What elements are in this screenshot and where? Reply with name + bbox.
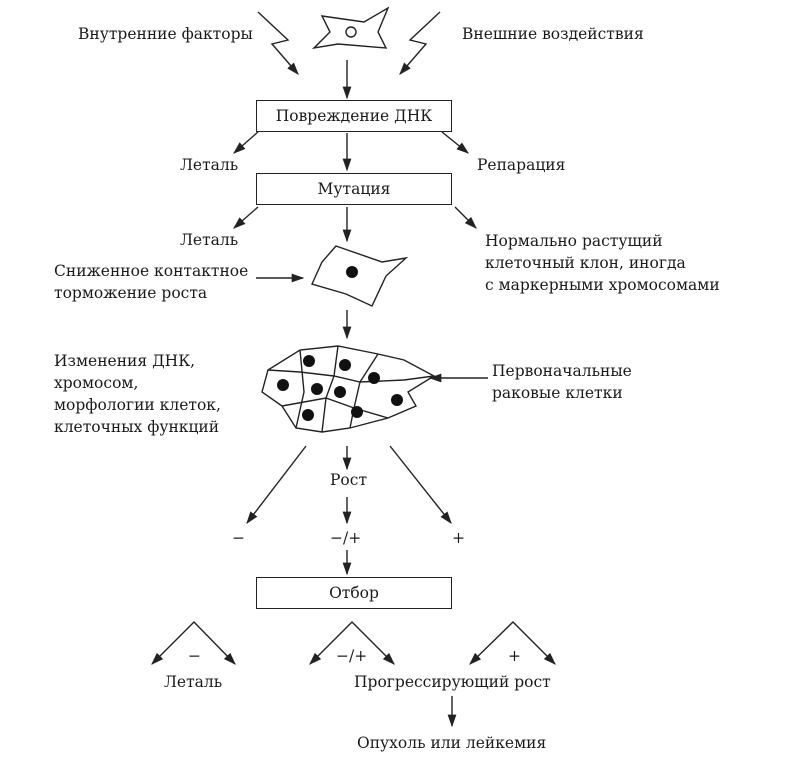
cluster-nucleus: [277, 379, 289, 391]
chevron-mixed: [309, 621, 395, 665]
cluster-nucleus: [339, 359, 351, 371]
original-cell-shape: [311, 6, 390, 50]
growth-minus-sign: −: [232, 529, 245, 547]
selection-box: Отбор: [256, 577, 452, 609]
selection-mixed-sign: −/+: [336, 647, 368, 665]
changes-line: морфологии клеток,: [54, 396, 221, 414]
changes-label: Изменения ДНК, хромосом, морфологии клет…: [54, 350, 221, 438]
cluster-nucleus: [334, 386, 346, 398]
internal-factor-bolt: [257, 11, 299, 75]
mutated-cell-shape: [311, 245, 409, 307]
changes-line: клеточных функций: [54, 418, 220, 436]
cluster-nucleus: [302, 409, 314, 421]
cluster-nucleus: [303, 355, 315, 367]
tumor-leukemia-label: Опухоль или лейкемия: [357, 734, 547, 752]
normal-clone-line: с маркерными хромосомами: [485, 276, 720, 294]
cluster-nucleus: [351, 406, 363, 418]
growth-mixed-sign: −/+: [330, 529, 362, 547]
initial-cancer-line: раковые клетки: [492, 384, 623, 402]
arrow-damage-to-lethal: [233, 131, 259, 154]
changes-line: хромосом,: [54, 374, 139, 392]
arrow-mutation-to-clone: [454, 206, 477, 229]
internal-factors-label: Внутренние факторы: [78, 25, 253, 43]
normal-clone-line: клеточный клон, иногда: [485, 254, 686, 272]
initial-cancer-cells-label: Первоначальные раковые клетки: [492, 360, 632, 404]
growth-label: Рост: [330, 471, 368, 489]
mutation-lethal-label: Леталь: [180, 231, 239, 249]
initial-cancer-line: Первоначальные: [492, 362, 632, 380]
original-cell-nucleus: [345, 26, 357, 38]
cluster-nucleus: [391, 394, 403, 406]
mutation-box: Мутация: [256, 173, 452, 205]
damage-lethal-label: Леталь: [180, 156, 239, 174]
cluster-inner-lines: [349, 353, 379, 429]
growth-plus-sign: +: [452, 529, 465, 547]
cluster-nucleus: [311, 383, 323, 395]
repair-label: Репарация: [477, 156, 566, 174]
arrow-damage-to-repair: [441, 131, 469, 154]
selection-minus-sign: −: [188, 647, 201, 665]
mutated-cell-nucleus: [346, 266, 358, 278]
cluster-nucleus: [368, 372, 380, 384]
arrow-mutation-to-lethal: [233, 206, 259, 229]
selection-plus-sign: +: [508, 647, 521, 665]
dna-damage-box: Повреждение ДНК: [256, 100, 452, 132]
cluster-inner-lines: [281, 397, 389, 419]
contact-inhibition-line: торможение роста: [54, 284, 208, 302]
chevron-plus: [469, 621, 556, 665]
chevron-minus: [151, 621, 236, 665]
progressive-growth-label: Прогрессирующий рост: [354, 673, 551, 691]
external-factors-label: Внешние воздействия: [462, 25, 644, 43]
changes-line: Изменения ДНК,: [54, 352, 196, 370]
cluster-inner-lines: [295, 349, 305, 429]
arrow-growth-plus: [389, 445, 452, 524]
cluster-inner-lines: [321, 345, 339, 433]
reduced-contact-inhibition-label: Сниженное контактное торможение роста: [54, 260, 248, 304]
selection-lethal-label: Леталь: [164, 673, 223, 691]
external-factor-bolt: [399, 11, 441, 75]
contact-inhibition-line: Сниженное контактное: [54, 262, 249, 280]
cluster-outline: [261, 345, 436, 433]
normal-clone-line: Нормально растущий: [485, 232, 663, 250]
normal-clone-label: Нормально растущий клеточный клон, иногд…: [485, 230, 720, 296]
arrow-growth-minus: [246, 445, 307, 525]
cluster-inner-lines: [267, 369, 435, 383]
